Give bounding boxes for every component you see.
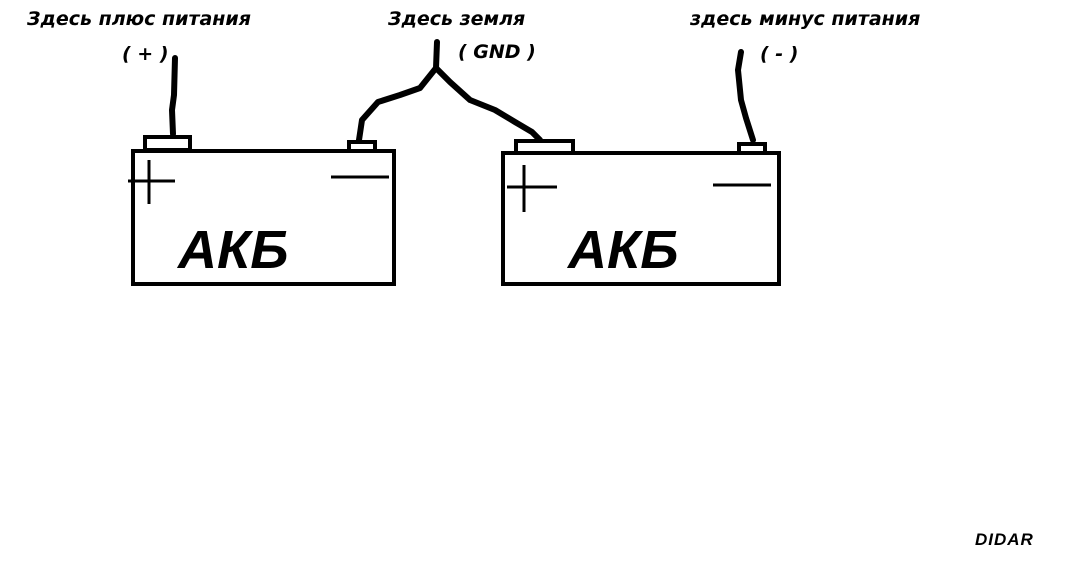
minus-wire <box>735 49 756 143</box>
battery-left: АКБ <box>128 135 396 286</box>
ground-symbol: ( GND ) <box>458 41 536 63</box>
minus-terminal <box>737 142 767 155</box>
plus-terminal <box>514 139 575 155</box>
plus-terminal <box>143 135 192 152</box>
battery-right: АКБ <box>501 139 781 286</box>
ground-title: Здесь земля <box>387 8 525 30</box>
plus-wire <box>169 55 178 137</box>
battery-label: АКБ <box>176 220 288 280</box>
minus-symbol: ( - ) <box>760 43 798 65</box>
battery-label: АКБ <box>566 220 678 280</box>
ground-wire-right <box>433 65 543 143</box>
ground-wire-left <box>356 39 440 143</box>
minus-title: здесь минус питания <box>689 8 920 30</box>
plus-symbol: ( + ) <box>122 43 169 65</box>
plus-title: Здесь плюс питания <box>26 8 251 30</box>
author-signature: DIDAR <box>975 530 1034 549</box>
minus-terminal <box>347 140 377 153</box>
